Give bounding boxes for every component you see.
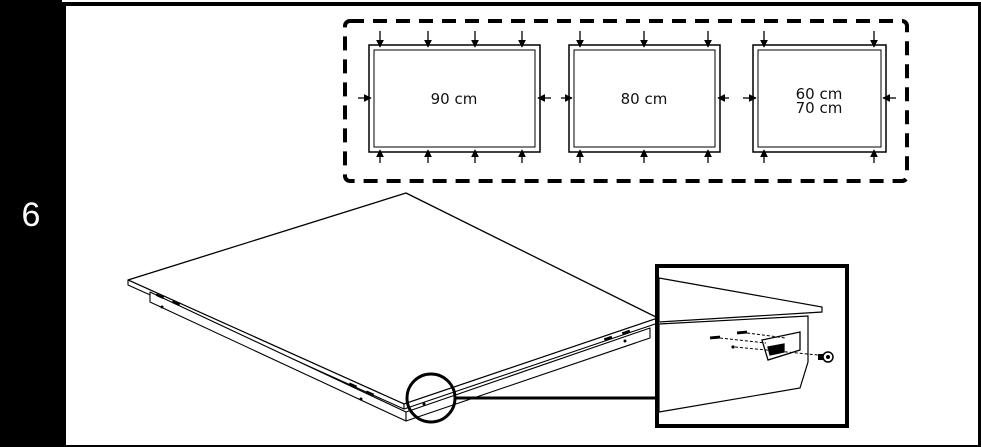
detail-slots: [709, 330, 748, 349]
dashed-guides: [719, 332, 819, 356]
cutout-label: 60 cm: [796, 85, 843, 103]
clamp-arrows: [743, 31, 896, 163]
detail-glass-top: [658, 277, 823, 323]
cutout-90cm: 90 cm: [358, 31, 551, 163]
cutout-80cm: 80 cm: [561, 31, 729, 163]
fixing-slots: [155, 293, 631, 406]
step-number: 6: [21, 196, 41, 234]
clamp-arrows: [561, 31, 729, 163]
step-sidebar: 6: [0, 0, 62, 447]
cutout-label: 90 cm: [431, 90, 478, 108]
hob-glass-top: [127, 192, 659, 405]
cutout-label: 80 cm: [621, 90, 668, 108]
hob-illustration: [127, 192, 659, 422]
clamp-detail-view: [655, 264, 849, 428]
clamp-arrows: [358, 31, 551, 163]
cutout-60-70cm: 60 cm 70 cm: [743, 31, 896, 163]
screw-icon: [818, 351, 834, 363]
cutout-size-group: [343, 19, 909, 183]
cutout-label: 70 cm: [796, 99, 843, 117]
step-frame: [62, 2, 981, 447]
mounting-bracket: [761, 331, 801, 361]
